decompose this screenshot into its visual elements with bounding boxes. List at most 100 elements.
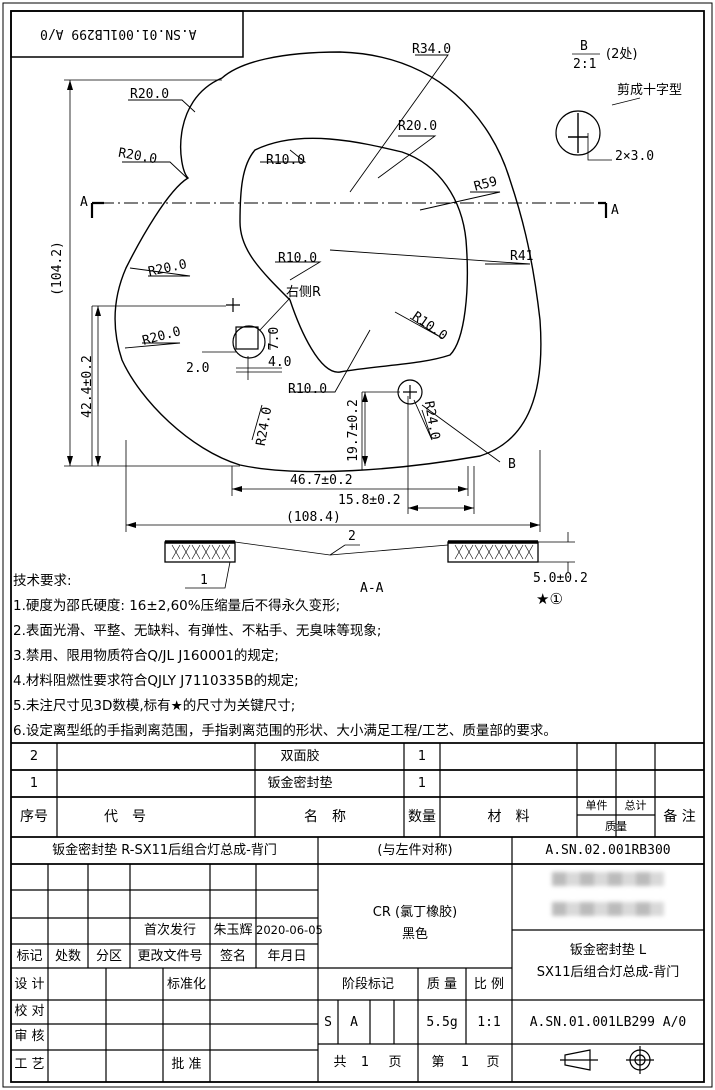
rev-header: 处数 xyxy=(54,949,81,964)
dim-r20-top: R20.0 xyxy=(130,87,170,102)
rev-header: 分区 xyxy=(95,949,122,964)
tech-req-item: 1.硬度为邵氏硬度: 16±2,60%压缩量后不得永久变形; xyxy=(13,598,341,614)
material-color: 黑色 xyxy=(401,927,428,942)
dim-height-42: 42.4±0.2 xyxy=(79,355,95,418)
mass-label: 质 量 xyxy=(426,977,458,992)
arrowheads xyxy=(67,80,540,528)
sign-row-process: 工 艺 xyxy=(14,1057,45,1072)
dim-r20-mid: R20.0 xyxy=(398,119,438,134)
tech-req-item: 3.禁用、限用物质符合Q/JL J160001的规定; xyxy=(13,648,279,664)
dim-15: 15.8±0.2 xyxy=(338,493,401,508)
drawing-number: A.SN.01.001LB299 A/0 xyxy=(529,1015,687,1030)
part-name-line2: SX11后组合灯总成-背门 xyxy=(536,965,680,980)
gasket-inner-cutout xyxy=(239,137,468,373)
stage-a: A xyxy=(350,1015,358,1030)
section-view xyxy=(164,532,575,589)
sign-row-design: 设 计 xyxy=(14,977,45,992)
rev-header: 年月日 xyxy=(267,949,307,964)
company-name-redacted xyxy=(552,902,664,916)
rev-header: 标记 xyxy=(16,949,43,964)
sign-row-review: 审 核 xyxy=(14,1029,45,1044)
detail-b-scale: 2:1 xyxy=(573,57,597,72)
approve-label: 批 准 xyxy=(171,1057,202,1072)
leader-lines xyxy=(122,54,531,463)
projection-symbol xyxy=(560,1046,654,1074)
dim-19: 19.7±0.2 xyxy=(345,399,361,462)
dim-thickness: 5.0±0.2 xyxy=(533,571,588,586)
bom-row-name: 钣金密封垫 xyxy=(267,776,333,791)
dim-2: 2.0 xyxy=(186,361,210,376)
dimension-lines xyxy=(64,79,541,532)
sheet-current: 1 xyxy=(460,1055,470,1070)
material-name: CR (氯丁橡胶) xyxy=(372,905,458,920)
part-mass: 5.5g xyxy=(426,1015,458,1030)
bom-header-qty: 数量 xyxy=(408,809,436,825)
bom-header-material: 材 料 xyxy=(487,809,530,825)
tech-req-item: 6.设定离型纸的手指剥离范围，手指剥离范围的形状、大小满足工程/工艺、质量部的要… xyxy=(13,723,557,739)
dim-r10-top: R10.0 xyxy=(266,153,306,168)
section-ticks xyxy=(90,201,608,218)
dim-4: 4.0 xyxy=(268,355,292,370)
gasket-outer-profile xyxy=(114,51,542,473)
bom-header-single: 单件 xyxy=(585,799,608,812)
doc-number-rotated: A.SN.01.001LB299 A/0 xyxy=(40,26,197,41)
section-title: A-A xyxy=(360,581,384,596)
bom-row-name: 双面胶 xyxy=(280,749,320,764)
label-right-r: 右侧R xyxy=(286,285,322,300)
doc-number-frame xyxy=(10,10,244,58)
dim-7: 7.0 xyxy=(267,326,283,351)
bom-row-qty: 1 xyxy=(417,776,427,791)
dim-r10-center: R10.0 xyxy=(278,251,318,266)
sheets-total-label: 共 xyxy=(333,1055,347,1070)
callout-1: 1 xyxy=(200,573,208,588)
bom-row-qty: 1 xyxy=(417,749,427,764)
detail-b-label: B xyxy=(580,39,588,54)
bom-header-remark: 备 注 xyxy=(663,809,696,825)
key-dimension-mark: ★① xyxy=(536,590,563,608)
section-mark-a-left: A xyxy=(80,195,88,210)
label-cross-cut: 剪成十字型 xyxy=(617,83,683,98)
locating-hole-left xyxy=(232,325,266,359)
drawing-scale: 1:1 xyxy=(477,1015,501,1030)
sheets-total: 1 xyxy=(360,1055,370,1070)
rev-person: 朱玉辉 xyxy=(213,923,253,938)
inner-border xyxy=(10,10,705,1083)
rev-header: 更改文件号 xyxy=(137,949,203,964)
tech-req-item: 4.材料阻燃性要求符合QJLY J7110335B的规定; xyxy=(13,673,299,689)
part-description: 钣金密封垫 R-SX11后组合灯总成-背门 xyxy=(52,843,277,858)
rev-date: 2020-06-05 xyxy=(256,923,323,937)
sheets-total-unit: 页 xyxy=(388,1055,402,1070)
center-crosses xyxy=(226,298,417,399)
bom-row-no: 1 xyxy=(29,776,39,791)
dim-cross: 2×3.0 xyxy=(615,149,655,164)
section-mark-a-right: A xyxy=(611,203,619,218)
rev-note: 首次发行 xyxy=(143,923,196,938)
scale-label: 比 例 xyxy=(473,977,505,992)
tech-req-title: 技术要求: xyxy=(13,573,72,589)
company-logo-redacted xyxy=(552,872,664,886)
bom-header-mass: 质量 xyxy=(605,820,627,833)
dim-r34: R34.0 xyxy=(412,42,452,57)
bom-header-name: 名 称 xyxy=(304,809,346,825)
locating-hole-left-tab xyxy=(235,326,259,350)
stage-s: S xyxy=(324,1015,332,1030)
dim-height-104: (104.2) xyxy=(49,241,65,296)
detail-b-circle xyxy=(555,110,601,156)
detail-b-count: (2处) xyxy=(606,47,638,62)
bom-header-total: 总计 xyxy=(624,799,647,812)
table-grid xyxy=(11,742,704,1082)
callout-2: 2 xyxy=(348,529,356,544)
dim-r41: R41 xyxy=(510,249,534,264)
rev-header: 签名 xyxy=(219,949,246,964)
sign-row-check: 校 对 xyxy=(14,1004,45,1019)
tech-req-item: 5.未注尺寸见3D数模,标有★的尺寸为关键尺寸; xyxy=(13,698,296,714)
tech-req-item: 2.表面光滑、平整、无缺料、有弹性、不粘手、无臭味等现象; xyxy=(13,623,382,639)
bom-row-no: 2 xyxy=(29,749,39,764)
label-b-callout: B xyxy=(508,457,516,472)
part-name-line1: 钣金密封垫 L xyxy=(569,943,647,958)
dim-r10-bottom: R10.0 xyxy=(288,382,328,397)
bom-header-code: 代 号 xyxy=(104,809,146,825)
mirror-note: (与左件对称) xyxy=(377,843,453,858)
